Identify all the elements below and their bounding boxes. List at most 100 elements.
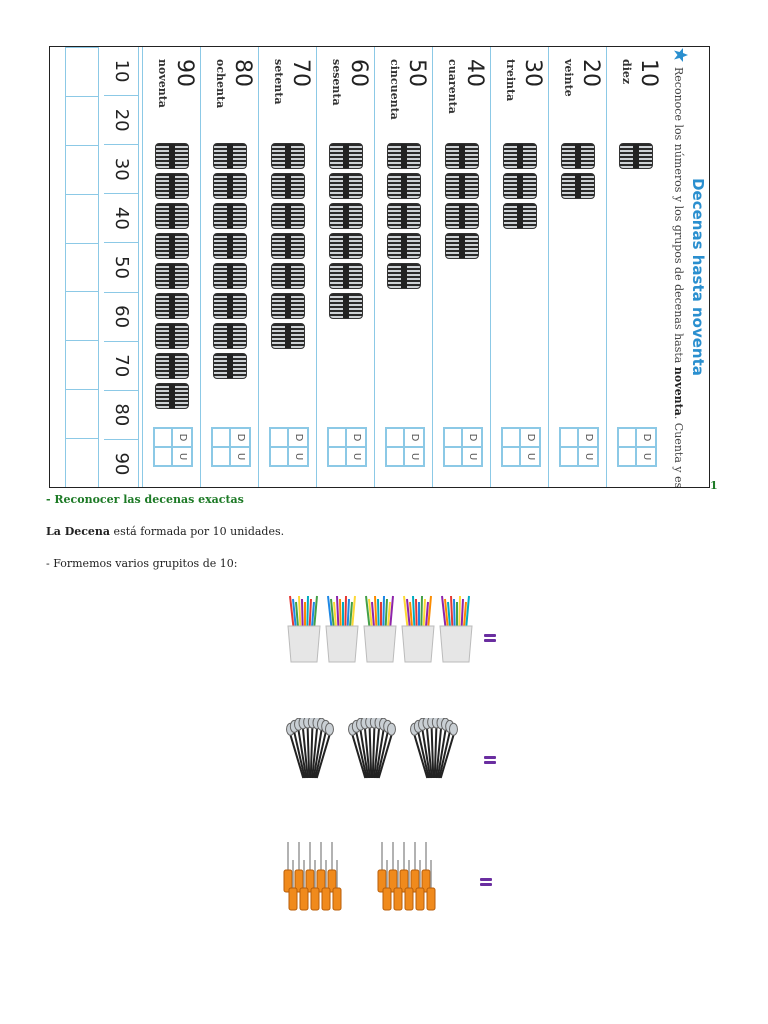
- row-word: cuarenta: [446, 59, 459, 114]
- number-line-value: 60: [104, 292, 138, 342]
- ten-sticks-bundle-icon: [503, 143, 537, 169]
- row-word: ochenta: [214, 59, 227, 109]
- ten-sticks-bundle-icon: [271, 143, 305, 169]
- star-icon: [674, 48, 688, 62]
- ten-sticks-bundle-icon: [445, 143, 479, 169]
- ten-sticks-bundle-icon: [271, 203, 305, 229]
- ten-sticks-bundle-icon: [329, 263, 363, 289]
- worksheet-title: Decenas hasta noventa: [689, 178, 707, 376]
- bundle-group: [443, 143, 479, 259]
- ten-sticks-bundle-icon: [271, 263, 305, 289]
- bundle-group: [617, 143, 653, 169]
- number-line-value: 20: [104, 96, 138, 146]
- spoon-bundle-icon: [286, 718, 458, 779]
- answer-boxes: [65, 47, 99, 487]
- ten-sticks-bundle-icon: [329, 203, 363, 229]
- ten-sticks-bundle-icon: [155, 383, 189, 409]
- formemos-text: - Formemos varios grupitos de 10:: [46, 557, 238, 570]
- ten-sticks-bundle-icon: [271, 323, 305, 349]
- ten-sticks-bundle-icon: [503, 173, 537, 199]
- ten-sticks-bundle-icon: [619, 143, 653, 169]
- row-word: setenta: [272, 59, 285, 105]
- ten-sticks-bundle-icon: [503, 203, 537, 229]
- row-number: 80: [230, 59, 255, 87]
- ten-sticks-bundle-icon: [213, 263, 247, 289]
- row-number: 50: [404, 59, 429, 87]
- ten-sticks-bundle-icon: [213, 203, 247, 229]
- ten-sticks-bundle-icon: [155, 143, 189, 169]
- ten-sticks-bundle-icon: [155, 173, 189, 199]
- bundle-group: [211, 143, 247, 379]
- ten-sticks-bundle-icon: [271, 233, 305, 259]
- equals-sign: [480, 878, 492, 886]
- number-line-value: 50: [104, 243, 138, 293]
- row-word: cincuenta: [388, 59, 401, 120]
- row-number: 60: [346, 59, 371, 87]
- row-number: 40: [462, 59, 487, 87]
- ten-sticks-bundle-icon: [329, 143, 363, 169]
- ten-sticks-bundle-icon: [271, 173, 305, 199]
- row-word: noventa: [156, 59, 169, 108]
- ten-sticks-bundle-icon: [387, 143, 421, 169]
- number-line-value: 30: [104, 145, 138, 195]
- row-number: 90: [172, 59, 197, 87]
- ten-sticks-bundle-icon: [213, 353, 247, 379]
- worksheet-frame: Decenas hasta noventa Reconoce los númer…: [49, 46, 710, 488]
- bundle-group: [153, 143, 189, 409]
- equals-sign: [484, 634, 496, 642]
- ten-sticks-bundle-icon: [155, 233, 189, 259]
- ten-sticks-bundle-icon: [561, 143, 595, 169]
- stray-mark: 1: [710, 479, 718, 492]
- ten-sticks-bundle-icon: [445, 173, 479, 199]
- worksheet-instruction: Reconoce los números y los grupos de dec…: [672, 67, 685, 488]
- row-word: treinta: [504, 59, 517, 102]
- ten-sticks-bundle-icon: [155, 293, 189, 319]
- bundle-group: [327, 143, 363, 319]
- ten-sticks-bundle-icon: [213, 233, 247, 259]
- ten-sticks-bundle-icon: [155, 323, 189, 349]
- ten-sticks-bundle-icon: [445, 233, 479, 259]
- number-line-value: 10: [104, 47, 138, 97]
- row-word: diez: [620, 59, 633, 85]
- section-heading: - Reconocer las decenas exactas: [46, 493, 244, 506]
- ten-sticks-bundle-icon: [213, 293, 247, 319]
- row-word: veinte: [562, 59, 575, 97]
- ten-sticks-bundle-icon: [329, 233, 363, 259]
- decena-definition: La Decena está formada por 10 unidades.: [46, 525, 285, 538]
- ten-sticks-bundle-icon: [155, 353, 189, 379]
- ten-sticks-bundle-icon: [387, 173, 421, 199]
- ten-sticks-bundle-icon: [387, 203, 421, 229]
- ten-sticks-bundle-icon: [329, 173, 363, 199]
- bundle-group: [559, 143, 595, 199]
- ten-sticks-bundle-icon: [271, 293, 305, 319]
- ten-sticks-bundle-icon: [155, 263, 189, 289]
- ten-sticks-bundle-icon: [561, 173, 595, 199]
- screwdriver-bundle-icon: [283, 842, 436, 911]
- pencil-cup-icon: [287, 595, 473, 663]
- ten-sticks-bundle-icon: [387, 263, 421, 289]
- ten-sticks-bundle-icon: [445, 203, 479, 229]
- ten-sticks-bundle-icon: [213, 143, 247, 169]
- ten-sticks-bundle-icon: [387, 233, 421, 259]
- number-line-value: 80: [104, 390, 138, 440]
- number-line-value: 40: [104, 194, 138, 244]
- ten-sticks-bundle-icon: [213, 323, 247, 349]
- ten-sticks-bundle-icon: [329, 293, 363, 319]
- equals-sign: [484, 756, 496, 764]
